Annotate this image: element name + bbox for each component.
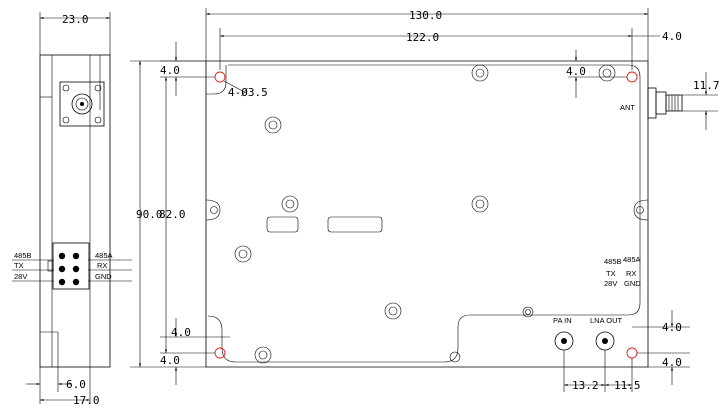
label-28v: 28V bbox=[604, 279, 617, 288]
six-pin-connector bbox=[52, 242, 90, 290]
slot-small bbox=[266, 216, 299, 233]
dim-total-height: 90.0 bbox=[136, 208, 163, 221]
dim-lna-distance: 11.5 bbox=[614, 379, 641, 392]
mount-hole-tl bbox=[214, 71, 226, 83]
label-485b: 485B bbox=[604, 257, 622, 266]
dim-total-width: 130.0 bbox=[409, 9, 442, 22]
dim-inner-width: 122.0 bbox=[406, 31, 439, 44]
lna-out-label: LNA OUT bbox=[590, 316, 623, 325]
pa-in-label: PA IN bbox=[553, 316, 572, 325]
label-485a: 485A bbox=[623, 255, 641, 264]
pin-485a-label: 485A bbox=[95, 251, 113, 260]
pin-gnd-label: GND bbox=[95, 272, 112, 281]
sma-connector-icon bbox=[71, 93, 93, 115]
pin-485b-label: 485B bbox=[14, 251, 32, 260]
dim-right-top-offset: 4.0 bbox=[662, 30, 682, 43]
side-view: 485B TX 28V 485A RX GND 23.0 6.0 17.0 bbox=[12, 12, 132, 406]
sma-flange bbox=[59, 81, 105, 127]
dim-pa-distance: 13.2 bbox=[572, 379, 599, 392]
label-tx: TX bbox=[606, 269, 616, 278]
mount-hole-tr bbox=[626, 71, 638, 83]
pin-rx-label: RX bbox=[97, 261, 107, 270]
mount-hole-bl bbox=[214, 347, 226, 359]
label-rx: RX bbox=[626, 269, 636, 278]
dim-inner-height: 82.0 bbox=[159, 208, 186, 221]
housing-outline bbox=[205, 60, 649, 368]
dim-left-bottom-upper: 4.0 bbox=[171, 326, 191, 339]
dim-left-top-offset: 4.0 bbox=[160, 64, 180, 77]
pin-tx-label: TX bbox=[14, 261, 24, 270]
ant-label: ANT bbox=[620, 103, 635, 112]
dim-connector-height: 11.7 bbox=[693, 79, 719, 92]
ant-connector-icon bbox=[647, 87, 683, 119]
dim-side-left-small: 6.0 bbox=[66, 378, 86, 391]
dim-right-bottom-lower: 4.0 bbox=[662, 356, 682, 369]
side-view-outline bbox=[39, 54, 111, 368]
dim-left-bottom-lower: 4.0 bbox=[160, 354, 180, 367]
pin-28v-label: 28V bbox=[14, 272, 27, 281]
label-gnd: GND bbox=[624, 279, 641, 288]
mount-hole-br bbox=[626, 347, 638, 359]
dim-tr-hole-offset: 4.0 bbox=[566, 65, 586, 78]
top-view: ANT 485B 485A TX RX 28V GND PA IN LNA OU… bbox=[130, 8, 719, 392]
slot-long bbox=[327, 216, 383, 233]
dim-side-width: 23.0 bbox=[62, 13, 89, 26]
dim-side-bottom: 17.0 bbox=[73, 394, 100, 406]
dim-hole-diameter: 4-Ø3.5 bbox=[228, 86, 268, 99]
dim-right-bottom-upper: 4.0 bbox=[662, 321, 682, 334]
